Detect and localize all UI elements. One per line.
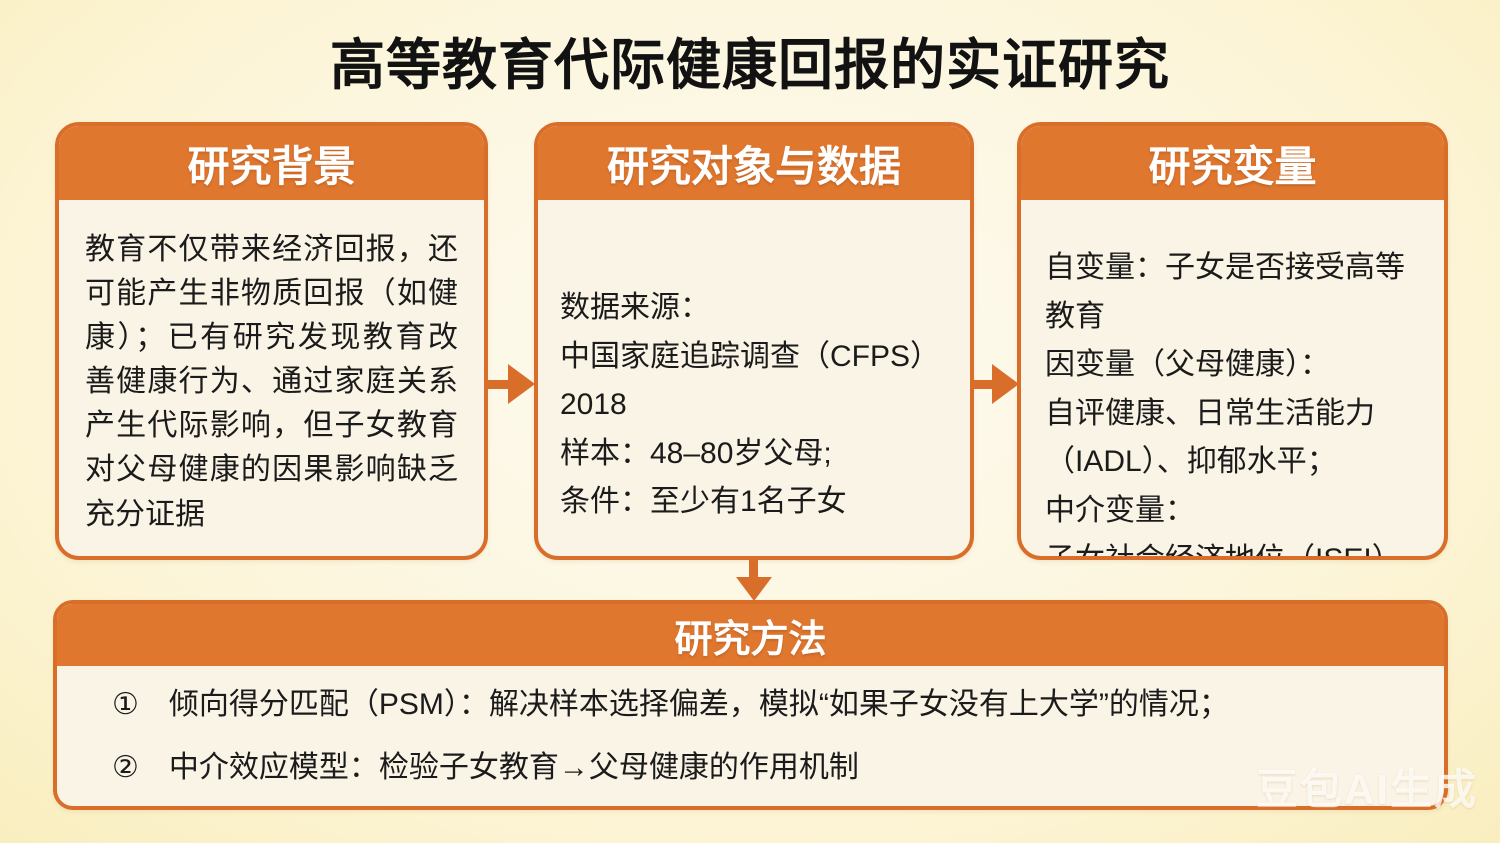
arrow-stem xyxy=(972,380,996,389)
mediator-variable-line: 中介变量： xyxy=(1045,493,1195,527)
method-item-psm: ① 倾向得分匹配（PSM）：解决样本选择偏差，模拟“如果子女没有上大学”的情况； xyxy=(112,688,1229,721)
section-subjects-data: 研究对象与数据 数据来源： 中国家庭追踪调查（CFPS）2018 样本：48–8… xyxy=(534,122,974,560)
dependent-variable-detail-line2: （IADL）、抑郁水平； xyxy=(1045,445,1337,479)
research-variables-header-label: 研究变量 xyxy=(1148,142,1317,190)
subjects-data-header: 研究对象与数据 xyxy=(538,126,970,200)
research-methods-header-label: 研究方法 xyxy=(674,618,827,661)
arrow-stem xyxy=(486,380,512,389)
data-source-line: 数据来源： xyxy=(560,291,710,324)
arrow-right-icon xyxy=(992,364,1019,404)
arrow-data-to-methods xyxy=(734,557,774,601)
arrow-background-to-data xyxy=(486,362,535,406)
arrow-data-to-variables xyxy=(972,362,1019,406)
research-background-header-label: 研究背景 xyxy=(187,142,356,190)
section-research-variables: 研究变量 自变量：子女是否接受高等教育 因变量（父母健康）： 自评健康、日常生活… xyxy=(1017,122,1448,560)
watermark-label: 豆包AI生成 xyxy=(1255,766,1478,813)
arrow-down-icon xyxy=(736,577,772,601)
method-item-mediation: ② 中介效应模型：检验子女教育→父母健康的作用机制 xyxy=(112,750,859,784)
research-variables-body: 自变量：子女是否接受高等教育 因变量（父母健康）： 自评健康、日常生活能力 （I… xyxy=(1021,200,1444,560)
research-background-header: 研究背景 xyxy=(59,126,484,200)
arrow-right-icon xyxy=(508,364,535,404)
research-methods-body: ① 倾向得分匹配（PSM）：解决样本选择偏差，模拟“如果子女没有上大学”的情况；… xyxy=(57,666,1444,786)
arrow-stem xyxy=(749,557,758,578)
research-methods-header: 研究方法 xyxy=(57,604,1444,666)
independent-variable-line: 自变量：子女是否接受高等教育 xyxy=(1045,251,1405,333)
research-background-body: 教育不仅带来经济回报，还可能产生非物质回报（如健康）；已有研究发现教育改善健康行… xyxy=(85,233,458,531)
dependent-variable-detail-line1: 自评健康、日常生活能力 xyxy=(1045,396,1375,430)
research-variables-header: 研究变量 xyxy=(1021,126,1444,200)
section-research-methods: 研究方法 ① 倾向得分匹配（PSM）：解决样本选择偏差，模拟“如果子女没有上大学… xyxy=(53,600,1448,810)
data-condition-line: 条件：至少有1名子女 xyxy=(560,485,847,519)
subjects-data-header-label: 研究对象与数据 xyxy=(606,142,901,190)
page-title: 高等教育代际健康回报的实证研究 xyxy=(329,34,1170,96)
mediator-variable-detail-line: 子女社会经济地位（ISEI） xyxy=(1045,542,1402,560)
subjects-data-body: 数据来源： 中国家庭追踪调查（CFPS）2018 样本：48–80岁父母; 条件… xyxy=(538,200,970,527)
section-research-background: 研究背景 教育不仅带来经济回报，还可能产生非物质回报（如健康）；已有研究发现教育… xyxy=(55,122,488,560)
data-sample-line: 样本：48–80岁父母; xyxy=(560,436,832,470)
data-survey-line: 中国家庭追踪调查（CFPS）2018 xyxy=(560,339,941,422)
dependent-variable-line: 因变量（父母健康）： xyxy=(1045,348,1330,382)
